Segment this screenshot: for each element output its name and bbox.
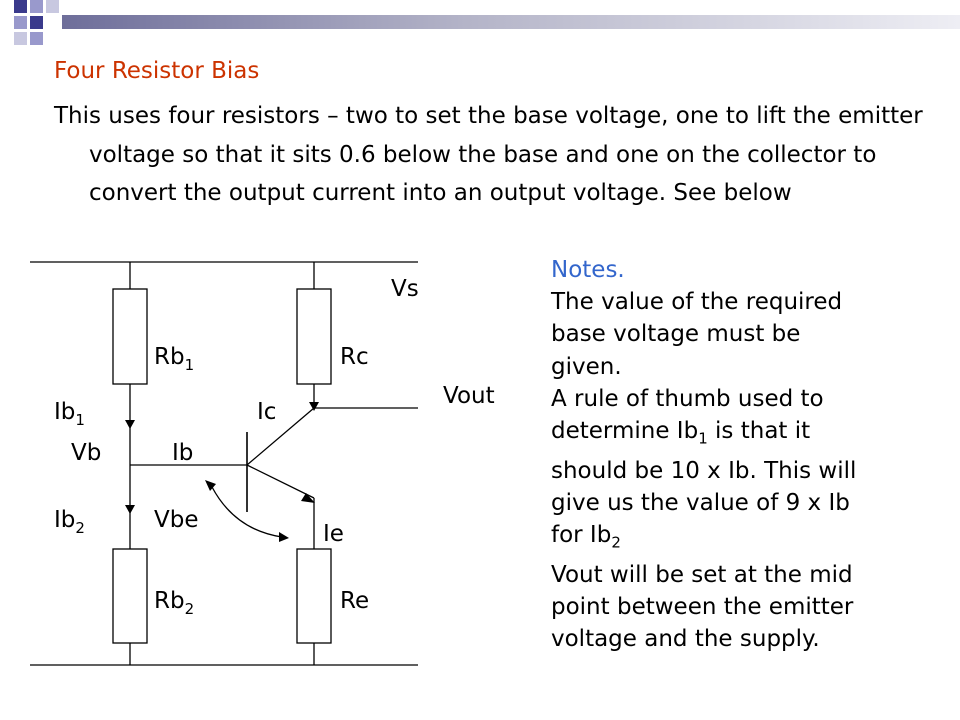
decor-square-light xyxy=(14,32,27,45)
slide-heading: Four Resistor Bias xyxy=(54,58,260,84)
label-ib: Ib xyxy=(172,440,193,466)
notes-line: voltage and the supply. xyxy=(551,626,820,653)
decor-square-light xyxy=(14,16,27,29)
notes-line: given. xyxy=(551,353,622,380)
label-vs: Vs xyxy=(391,276,419,302)
transistor-emitter xyxy=(246,464,315,499)
arrow-icon-ic xyxy=(309,402,319,411)
notes-line: Vout will be set at the mid xyxy=(551,562,853,589)
notes-line: should be 10 x Ib. This will xyxy=(551,457,857,484)
label-rb2: Rb2 xyxy=(154,588,194,618)
notes-line: determine Ib1 is that it xyxy=(551,418,811,448)
notes-line: base voltage must be xyxy=(551,321,801,348)
label-vbe: Vbe xyxy=(154,507,198,533)
notes-line: for Ib2 xyxy=(551,522,621,552)
arrow-icon-emitter xyxy=(301,493,315,503)
resistor-rb1 xyxy=(112,288,148,385)
transistor-collector xyxy=(246,407,315,466)
resistor-rc xyxy=(296,288,332,385)
decor-square-dark xyxy=(30,16,43,29)
notes-title: Notes. xyxy=(551,257,625,283)
decor-square-light xyxy=(30,0,43,13)
arrow-icon-ib1 xyxy=(125,420,135,429)
notes-line: point between the emitter xyxy=(551,594,854,621)
resistor-re xyxy=(296,548,332,644)
label-re: Re xyxy=(340,588,369,614)
decor-square-light xyxy=(46,0,59,13)
resistor-rb2 xyxy=(112,548,148,644)
label-ib2: Ib2 xyxy=(54,507,85,537)
arrow-icon-vbe-end xyxy=(279,532,289,542)
label-ib1: Ib1 xyxy=(54,399,85,429)
notes-line: A rule of thumb used to xyxy=(551,385,824,412)
decor-square-light xyxy=(30,32,43,45)
label-ic: Ic xyxy=(257,399,276,425)
notes-line: give us the value of 9 x Ib xyxy=(551,490,850,517)
label-rb1: Rb1 xyxy=(154,344,194,374)
label-ie: Ie xyxy=(323,521,344,547)
notes-line: The value of the required xyxy=(551,289,843,316)
decor-top-bar xyxy=(62,15,960,29)
label-vout: Vout xyxy=(443,383,495,409)
label-vb: Vb xyxy=(71,440,101,466)
vbe-arc xyxy=(211,486,283,538)
arrow-icon-vbe-start xyxy=(205,480,216,491)
decor-square-dark xyxy=(14,0,27,13)
arrow-icon-ib2 xyxy=(125,505,135,514)
notes-panel: Notes. The value of the required base vo… xyxy=(551,254,951,656)
label-rc: Rc xyxy=(340,344,369,370)
slide-intro: This uses four resistors – two to set th… xyxy=(54,103,923,206)
